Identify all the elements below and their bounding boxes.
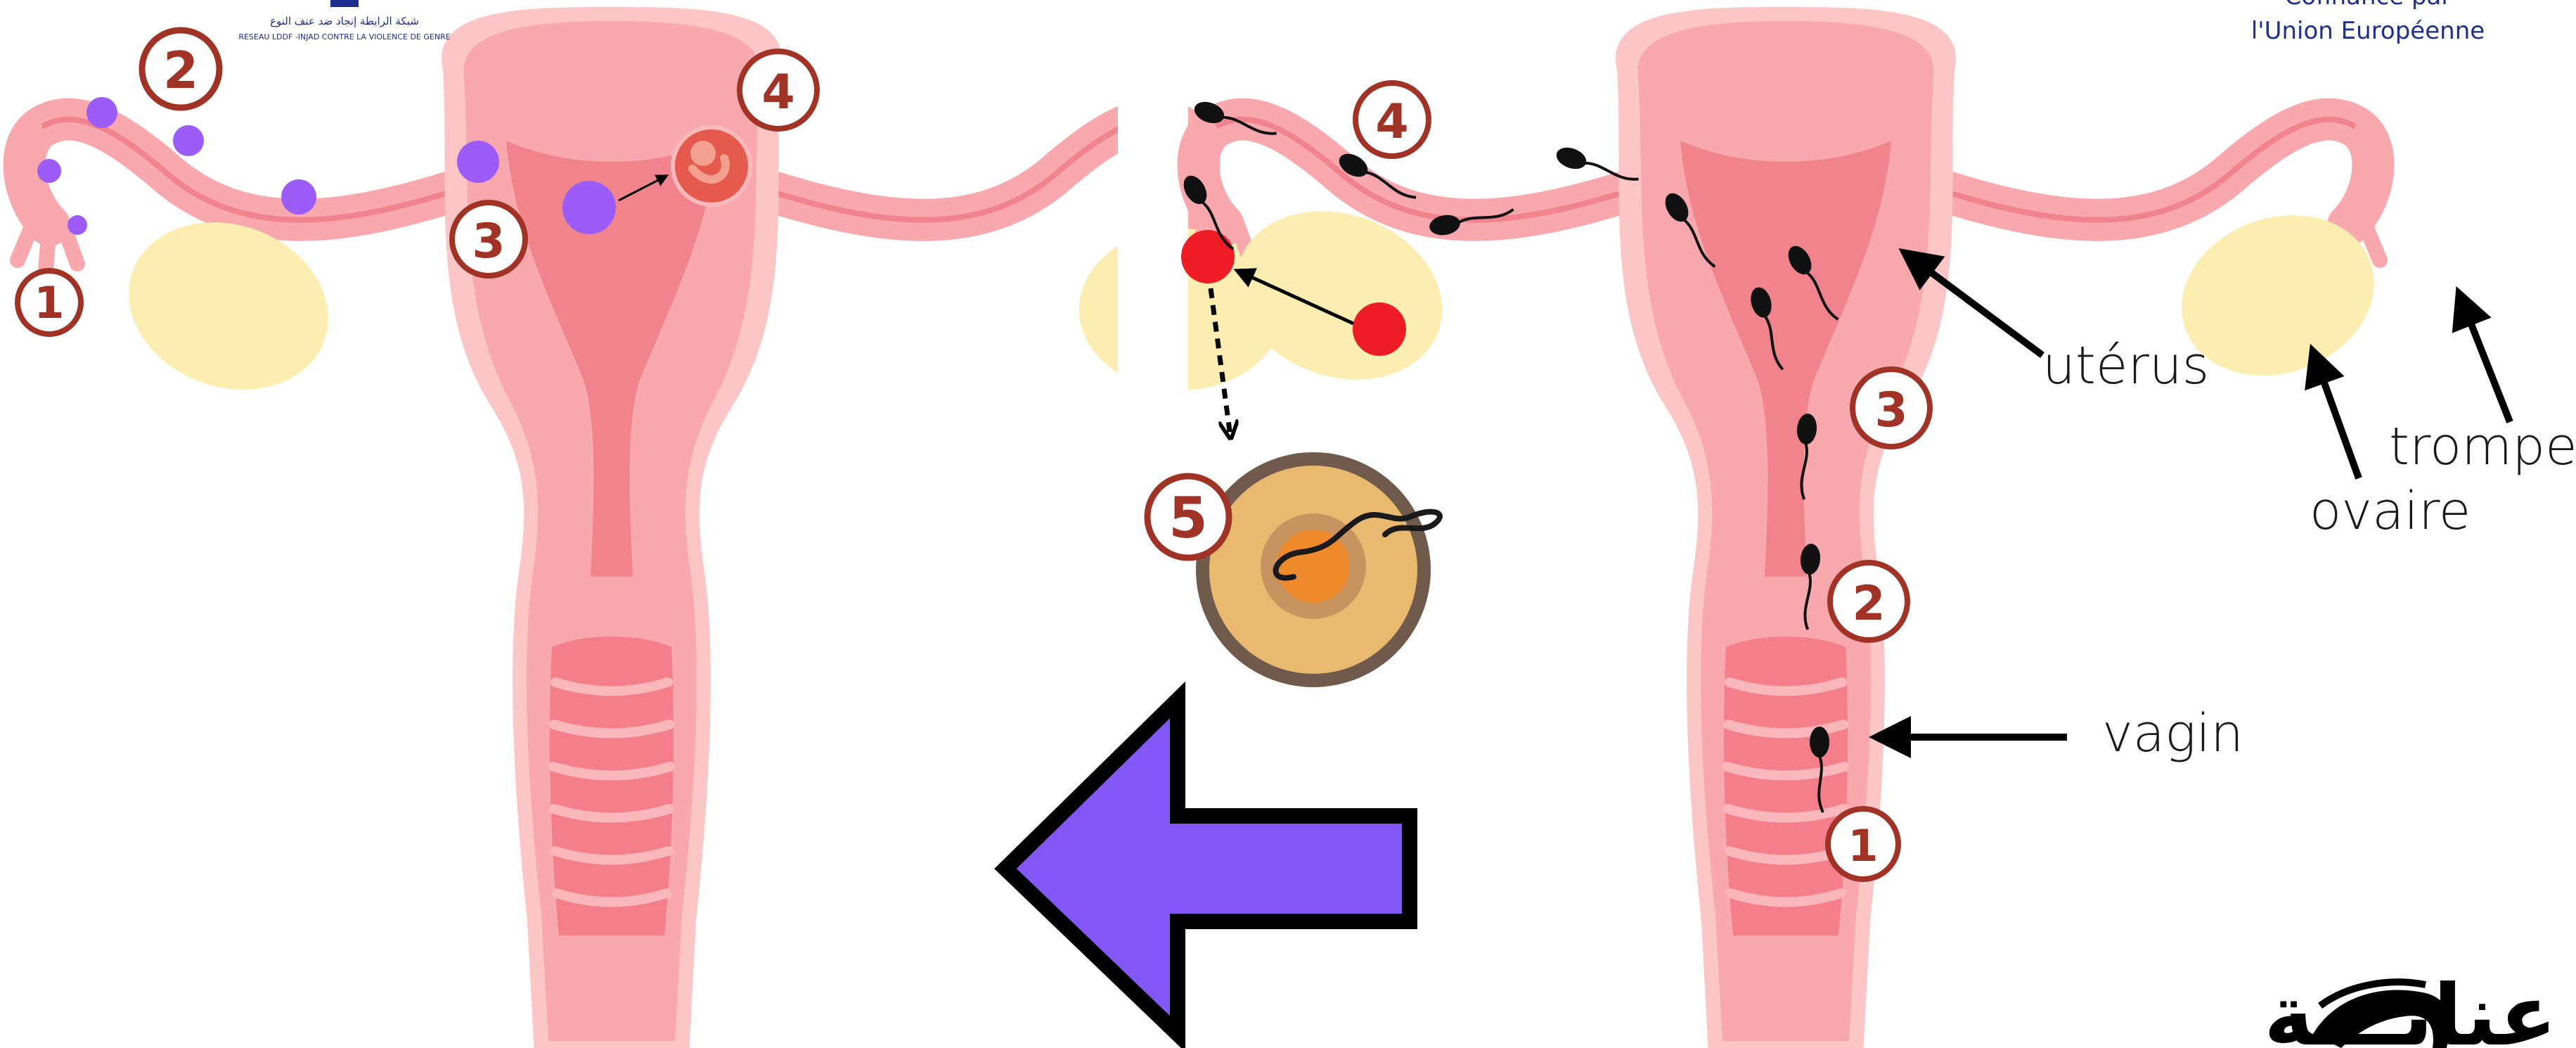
left-marker-1: 1 xyxy=(18,271,81,334)
svg-text:3: 3 xyxy=(1874,383,1907,438)
svg-text:4: 4 xyxy=(761,65,794,120)
anaya-brand-logo: عنايـــة xyxy=(2264,967,2557,1048)
right-marker-1: 1 xyxy=(1828,809,1898,879)
eu-cofunding-line1: Cofinancé par xyxy=(2285,0,2452,11)
svg-text:1: 1 xyxy=(34,277,64,328)
right-marker-3: 3 xyxy=(1853,369,1930,447)
released-ovum xyxy=(1353,302,1406,356)
svg-text:2: 2 xyxy=(163,41,198,100)
right-marker-4: 4 xyxy=(1355,83,1429,156)
ovum-in-tube xyxy=(1181,230,1235,283)
label-uterus: utérus xyxy=(2042,336,2209,396)
embryo-icon xyxy=(673,127,750,205)
svg-text:1: 1 xyxy=(1848,820,1878,871)
label-trompe: trompe xyxy=(2389,416,2576,477)
right-marker-2: 2 xyxy=(1830,563,1907,640)
svg-text:4: 4 xyxy=(1375,94,1408,150)
svg-text:3: 3 xyxy=(472,214,505,269)
svg-text:RESEAU LDDF -INJAD CONTRE LA V: RESEAU LDDF -INJAD CONTRE LA VIOLENCE DE… xyxy=(238,32,450,41)
right-marker-5: 5 xyxy=(1147,476,1229,558)
svg-text:شبكة الرابطة إنجاد ضد عنف النو: شبكة الرابطة إنجاد ضد عنف النوع xyxy=(270,15,419,27)
svg-text:5: 5 xyxy=(1168,485,1208,551)
label-vagin: vagin xyxy=(2102,703,2243,764)
svg-text:2: 2 xyxy=(1852,576,1885,632)
left-marker-4: 4 xyxy=(740,51,817,129)
label-ovaire: ovaire xyxy=(2310,481,2471,542)
left-marker-2: 2 xyxy=(142,30,219,108)
partner-logo: شبكة الرابطة إنجاد ضد عنف النوع RESEAU L… xyxy=(238,0,450,41)
eu-cofunding-line2: l'Union Européenne xyxy=(2251,17,2485,45)
left-marker-3: 3 xyxy=(452,203,525,276)
